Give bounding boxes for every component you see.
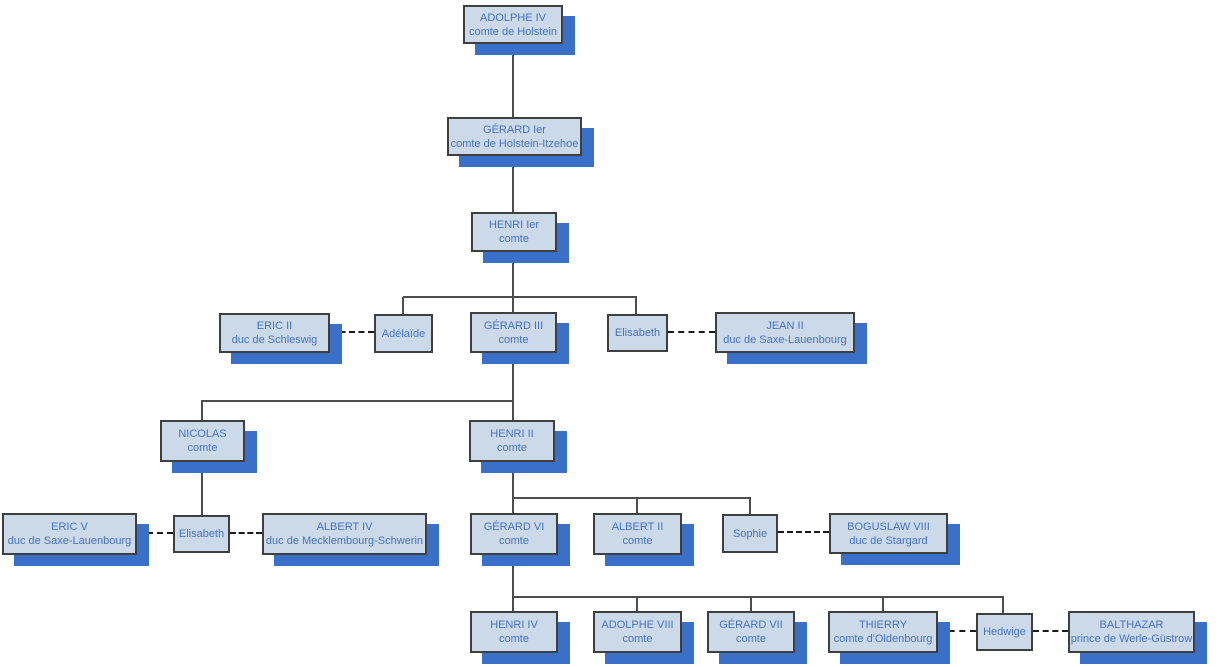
person-balthazar[interactable]: BALTHAZAR prince de Werle-Güstrow bbox=[1068, 611, 1207, 664]
person-henri-ii[interactable]: HENRI II comte bbox=[469, 420, 567, 473]
person-title: duc de Saxe-Lauenbourg bbox=[723, 333, 847, 346]
person-name: BALTHAZAR bbox=[1099, 619, 1164, 631]
person-title: comte bbox=[187, 442, 218, 454]
connector-bus4-adolphe8 bbox=[636, 597, 638, 611]
person-henri-ier[interactable]: HENRI Ier comte bbox=[471, 212, 569, 263]
person-title: comte d'Oldenbourg bbox=[833, 633, 933, 645]
marriage-eric5-elisabeth bbox=[137, 532, 173, 534]
connector-adolphe4-gerard1 bbox=[512, 44, 514, 117]
person-thierry[interactable]: THIERRY comte d'Oldenbourg bbox=[828, 611, 950, 664]
person-title: comte bbox=[499, 535, 529, 547]
person-sophie[interactable]: Sophie bbox=[722, 514, 778, 553]
person-henri-iv[interactable]: HENRI IV comte bbox=[470, 611, 570, 664]
person-title: comte bbox=[497, 442, 527, 454]
person-name: GÉRARD VI bbox=[483, 521, 545, 533]
person-albert-ii[interactable]: ALBERT II comte bbox=[593, 513, 694, 566]
person-name: JEAN II bbox=[766, 319, 804, 332]
connector-bus4-henri4 bbox=[512, 597, 514, 611]
person-name: ADOLPHE VIII bbox=[601, 619, 674, 631]
connector-gerard3-bus2 bbox=[512, 353, 514, 402]
connector-bus3-albert2 bbox=[636, 498, 638, 513]
person-gerard-vi[interactable]: GÉRARD VI comte bbox=[470, 513, 570, 566]
person-title: comte bbox=[622, 535, 653, 547]
person-albert-iv[interactable]: ALBERT IV duc de Mecklembourg-Schwerin bbox=[262, 513, 439, 566]
person-elisabeth-jr[interactable]: Elisabeth bbox=[173, 515, 230, 553]
person-title: duc de Saxe-Lauenbourg bbox=[7, 535, 132, 547]
person-title: prince de Werle-Güstrow bbox=[1070, 633, 1193, 645]
person-name: BOGUSLAW VIII bbox=[847, 520, 930, 533]
person-name: HENRI Ier bbox=[488, 219, 540, 231]
person-title: comte bbox=[622, 633, 653, 645]
person-name: Sophie bbox=[732, 527, 768, 540]
person-eric-v[interactable]: ERIC V duc de Saxe-Lauenbourg bbox=[2, 513, 149, 566]
connector-bus2-henri2 bbox=[512, 401, 514, 420]
marriage-eric2-adelaide bbox=[330, 331, 374, 333]
person-name: ALBERT II bbox=[611, 521, 664, 533]
person-title: comte bbox=[498, 333, 529, 346]
person-adelaide[interactable]: Adélaïde bbox=[374, 314, 433, 353]
person-title: comte bbox=[736, 633, 766, 645]
person-name: Hedwige bbox=[983, 626, 1026, 638]
person-name: NICOLAS bbox=[178, 428, 227, 440]
person-title: comte de Holstein bbox=[468, 25, 558, 38]
person-title: duc de Stargard bbox=[849, 534, 928, 547]
connector-bus1-adelaide bbox=[402, 297, 404, 314]
connector-nicolas-elisabeth bbox=[201, 462, 203, 515]
connector-bus1-elisabeth bbox=[635, 297, 637, 314]
person-name: Elisabeth bbox=[178, 528, 225, 540]
connector-gerard6-bus4 bbox=[512, 555, 514, 597]
connector-henri2-bus3 bbox=[512, 462, 514, 498]
person-title: duc de Schleswig bbox=[231, 334, 318, 346]
connector-bus2 bbox=[201, 400, 514, 402]
person-title: comte bbox=[499, 633, 529, 645]
connector-bus1-gerard3 bbox=[512, 297, 514, 312]
person-name: HENRI IV bbox=[490, 619, 538, 631]
connector-henri1-bus1 bbox=[512, 252, 514, 298]
person-title: comte bbox=[499, 233, 529, 245]
person-title: duc de Mecklembourg-Schwerin bbox=[265, 535, 424, 547]
person-name: ERIC II bbox=[256, 320, 293, 332]
person-name: THIERRY bbox=[858, 619, 908, 631]
person-name: ADOLPHE IV bbox=[479, 11, 547, 24]
connector-bus4 bbox=[512, 596, 1004, 598]
connector-bus3 bbox=[512, 497, 751, 499]
person-name: GÉRARD VII bbox=[719, 619, 783, 631]
person-title: comte de Holstein-Itzehoe bbox=[450, 137, 579, 150]
person-nicolas[interactable]: NICOLAS comte bbox=[160, 420, 257, 473]
connector-bus1 bbox=[403, 296, 637, 298]
connector-gerard1-henri1 bbox=[512, 156, 514, 212]
person-name: GÉRARD Ier bbox=[483, 123, 546, 136]
person-name: ALBERT IV bbox=[316, 521, 373, 533]
connector-bus4-hedwige bbox=[1002, 597, 1004, 613]
person-name: Adélaïde bbox=[381, 327, 426, 340]
person-name: ERIC V bbox=[51, 521, 88, 533]
person-name: GÉRARD III bbox=[483, 319, 544, 332]
person-hedwige[interactable]: Hedwige bbox=[976, 613, 1033, 651]
person-eric-ii[interactable]: ERIC II duc de Schleswig bbox=[219, 313, 342, 364]
connector-bus3-gerard6 bbox=[512, 498, 514, 513]
connector-bus3-sophie bbox=[749, 498, 751, 514]
marriage-hedwige-balthazar bbox=[1033, 630, 1068, 632]
connector-bus4-thierry bbox=[882, 597, 884, 611]
person-gerard-vii[interactable]: GÉRARD VII comte bbox=[707, 611, 807, 664]
marriage-thierry-hedwige bbox=[938, 630, 976, 632]
connector-bus4-gerard7 bbox=[750, 597, 752, 611]
marriage-elisabeth-albert4 bbox=[230, 532, 262, 534]
person-name: Elisabeth bbox=[614, 327, 661, 339]
person-adolphe-viii[interactable]: ADOLPHE VIII comte bbox=[593, 611, 694, 664]
person-name: HENRI II bbox=[490, 428, 534, 440]
marriage-sophie-boguslaw8 bbox=[778, 531, 829, 533]
connector-bus2-nicolas bbox=[201, 401, 203, 420]
person-elisabeth-sr[interactable]: Elisabeth bbox=[607, 314, 668, 352]
marriage-elisabeth-jean2 bbox=[668, 331, 715, 333]
